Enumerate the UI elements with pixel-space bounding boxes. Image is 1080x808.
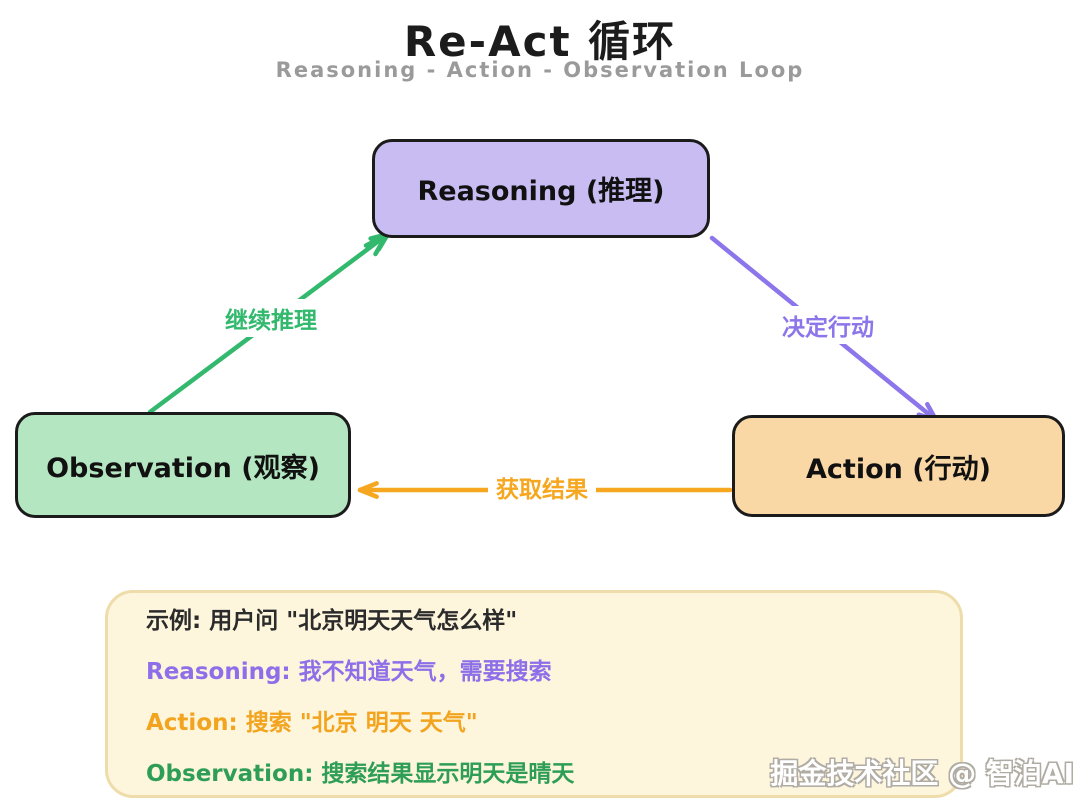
edge-label-get-result: 获取结果: [488, 468, 596, 506]
page-title: Re-Act 循环: [403, 17, 677, 66]
example-box: 示例: 用户问 "北京明天天气怎么样" Reasoning: 我不知道天气，需要…: [105, 590, 963, 798]
example-observation-line: Observation: 搜索结果显示明天是晴天: [146, 760, 575, 787]
node-observation-label: Observation (观察): [46, 452, 320, 484]
example-reasoning-line: Reasoning: 我不知道天气，需要搜索: [146, 658, 552, 685]
edge-label-decide-action: 决定行动: [774, 306, 882, 344]
arrowhead-left-icon: [357, 481, 379, 499]
node-observation: Observation (观察): [15, 412, 351, 518]
node-action-label: Action (行动): [806, 453, 991, 485]
page-subtitle: Reasoning - Action - Observation Loop: [275, 58, 805, 82]
node-reasoning-label: Reasoning (推理): [417, 176, 665, 207]
example-action-line: Action: 搜索 "北京 明天 天气": [146, 709, 478, 736]
node-reasoning: Reasoning (推理): [372, 139, 710, 238]
edge-label-continue-reasoning: 继续推理: [217, 299, 325, 337]
watermark: 掘金技术社区 @ 智泊AI: [770, 757, 1074, 790]
node-action: Action (行动): [732, 415, 1065, 517]
example-intro-line: 示例: 用户问 "北京明天天气怎么样": [146, 607, 518, 634]
